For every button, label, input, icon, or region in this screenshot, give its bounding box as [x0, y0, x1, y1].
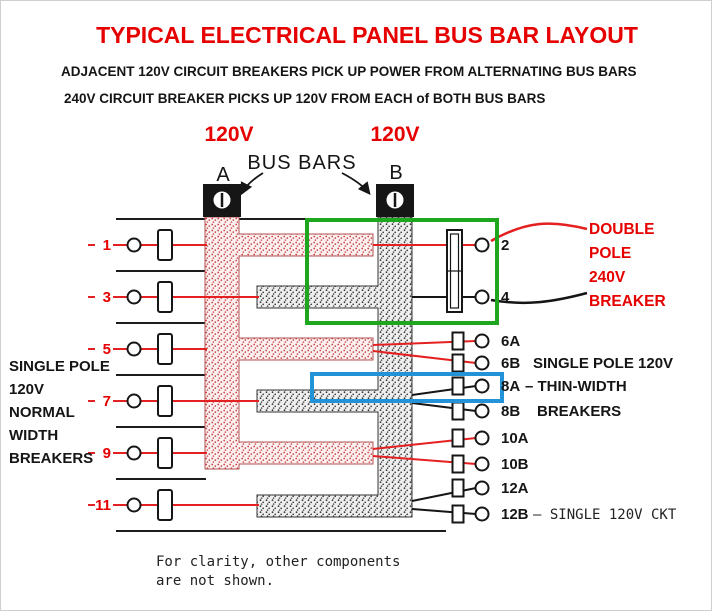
terminal-circuit-6b — [474, 355, 490, 371]
left-annotation-line-1: SINGLE POLE — [9, 358, 110, 375]
circuit-number-8a: 8A — [501, 378, 520, 395]
double-pole-pointer-bottom — [490, 291, 588, 305]
circuit-number-9: 9 — [103, 445, 111, 462]
left-annotation-line-2: 120V — [9, 381, 44, 398]
bus-bar-b-body — [256, 216, 413, 518]
circuit-number-12b: 12B — [501, 506, 529, 523]
terminal-circuit-5 — [126, 341, 142, 357]
circuit-number-6a: 6A — [501, 333, 520, 350]
circuit-number-8b: 8B — [501, 403, 520, 420]
circuit-number-2: 2 — [501, 237, 509, 254]
left-annotation-line-3: NORMAL — [9, 404, 75, 421]
breaker-circuit-1 — [157, 229, 173, 261]
circuit-number-5: 5 — [103, 341, 111, 358]
page-title: TYPICAL ELECTRICAL PANEL BUS BAR LAYOUT — [96, 22, 638, 48]
bus-bar-a — [203, 184, 374, 470]
footnote: For clarity, other components are not sh… — [156, 554, 400, 589]
breaker-circuit-6a — [451, 331, 465, 351]
terminal-circuit-9 — [126, 445, 142, 461]
bus-bars-arrow-left — [240, 172, 264, 196]
terminal-circuit-2 — [474, 237, 490, 253]
breaker-circuit-12b — [451, 504, 465, 524]
bus-a-voltage-label: 120V — [204, 123, 253, 146]
thin-annotation-line-2: – THIN-WIDTH — [525, 378, 627, 395]
double-pole-label-4: BREAKER — [589, 293, 666, 310]
thin-annotation-line-1: SINGLE POLE 120V — [533, 355, 673, 372]
bus-bars-arrow-right — [341, 172, 371, 195]
breaker-circuit-3 — [157, 281, 173, 313]
double-pole-label-3: 240V — [589, 269, 626, 286]
circuit-number-12a: 12A — [501, 480, 529, 497]
terminal-circuit-7 — [126, 393, 142, 409]
breaker-circuit-10a — [451, 428, 465, 448]
terminal-circuit-11 — [126, 497, 142, 513]
terminal-circuit-3 — [126, 289, 142, 305]
left-breakers — [126, 229, 173, 521]
wire-circuit-8a — [411, 385, 477, 396]
breaker-circuit-5 — [157, 333, 173, 365]
breaker-circuit-12a — [451, 478, 465, 498]
terminal-circuit-10a — [474, 430, 490, 446]
double-pole-highlight-box — [305, 218, 499, 325]
left-annotation-line-4: WIDTH — [9, 427, 58, 444]
terminal-circuit-12b — [474, 506, 490, 522]
bus-bars-label: BUS BARS — [247, 152, 356, 174]
breaker-circuit-7 — [157, 385, 173, 417]
left-annotation-line-5: BREAKERS — [9, 450, 93, 467]
thin-breaker-highlight-box — [310, 372, 504, 403]
bus-bar-a-body — [204, 216, 374, 470]
circuit-number-6b: 6B — [501, 355, 520, 372]
circuit-number-10b: 10B — [501, 456, 529, 473]
terminal-circuit-1 — [126, 237, 142, 253]
right-circuit-numbers: 2 4 6A 6B 8A 8B 10A 10B 12A 12B — [501, 237, 529, 523]
subtitle-line-2: 240V CIRCUIT BREAKER PICKS UP 120V FROM … — [64, 91, 545, 106]
breaker-circuit-8a — [451, 376, 465, 396]
footnote-line-1: For clarity, other components — [156, 554, 400, 570]
terminal-circuit-4 — [474, 289, 490, 305]
terminal-circuit-12a — [474, 480, 490, 496]
breaker-circuit-10b — [451, 454, 465, 474]
bus-a-letter: A — [216, 164, 230, 186]
circuit-number-3: 3 — [103, 289, 111, 306]
wire-circuit-12b — [411, 508, 477, 515]
wire-circuit-8b — [411, 402, 477, 412]
circuit-number-4: 4 — [501, 289, 510, 306]
double-pole-label-2: POLE — [589, 245, 631, 262]
single-ckt-label: – SINGLE 120V CKT — [533, 507, 677, 523]
double-pole-pointer-top — [490, 222, 588, 243]
bus-bar-b — [256, 184, 414, 518]
terminal-circuit-6a — [474, 333, 490, 349]
circuit-number-10a: 10A — [501, 430, 529, 447]
breaker-circuit-9 — [157, 437, 173, 469]
double-pole-annotation: DOUBLE POLE 240V BREAKER — [589, 221, 666, 310]
terminal-circuit-8a — [474, 378, 490, 394]
breaker-circuit-6b — [451, 353, 465, 373]
bus-labels: 120V 120V BUS BARS A B — [204, 123, 420, 196]
header: TYPICAL ELECTRICAL PANEL BUS BAR LAYOUT … — [61, 22, 638, 106]
terminal-circuit-8b — [474, 403, 490, 419]
footnote-line-2: are not shown. — [156, 573, 274, 589]
wires — [88, 222, 588, 515]
circuit-number-7: 7 — [103, 393, 111, 410]
circuit-number-11: 11 — [95, 497, 111, 514]
thin-breaker-annotation: SINGLE POLE 120V – THIN-WIDTH BREAKERS — [525, 355, 673, 420]
breaker-circuit-8b — [451, 401, 465, 421]
terminal-circuit-10b — [474, 456, 490, 472]
bus-b-voltage-label: 120V — [370, 123, 419, 146]
double-pole-label-1: DOUBLE — [589, 221, 654, 238]
right-breakers — [446, 229, 490, 524]
breaker-circuit-11 — [157, 489, 173, 521]
bus-b-letter: B — [389, 162, 402, 184]
left-circuit-numbers: 1 3 5 7 9 11 — [95, 237, 111, 514]
left-annotation: SINGLE POLE 120V NORMAL WIDTH BREAKERS — [9, 358, 110, 467]
wire-circuit-12a — [411, 487, 477, 502]
circuit-number-1: 1 — [103, 237, 111, 254]
thin-annotation-line-3: BREAKERS — [537, 403, 621, 420]
subtitle-line-1: ADJACENT 120V CIRCUIT BREAKERS PICK UP P… — [61, 64, 637, 79]
